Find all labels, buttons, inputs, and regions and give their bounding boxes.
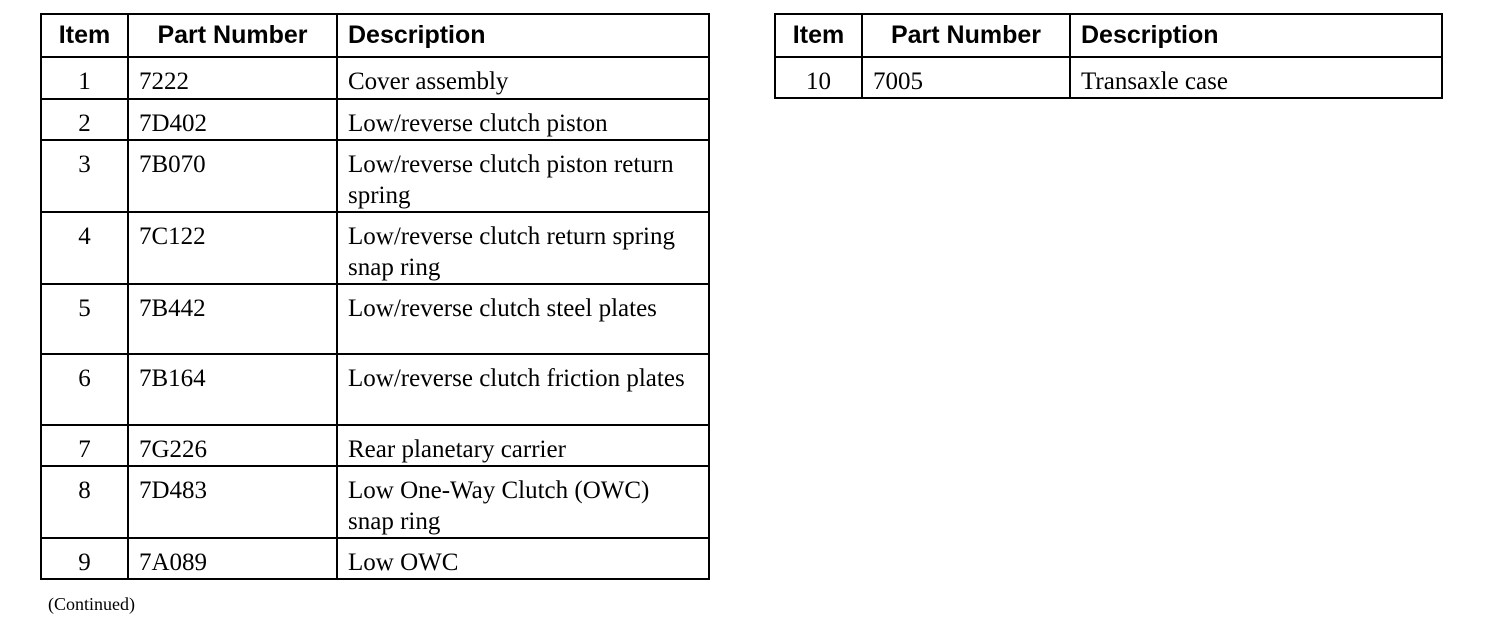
header-part-number: Part Number [861,13,1071,58]
item-cell: 3 [40,139,129,213]
description-cell: Low OWC [336,537,710,580]
header-item: Item [774,13,863,58]
item-cell: 4 [40,211,129,285]
item-cell: 9 [40,537,129,580]
header-part-number: Part Number [127,13,338,58]
part-number-cell: 7B442 [127,283,338,355]
description-cell: Rear planetary carrier [336,424,710,467]
part-number-cell: 7222 [127,56,338,100]
description-cell: Low/reverse clutch piston [336,98,710,141]
part-number-cell: 7B164 [127,353,338,426]
part-number-cell: 7C122 [127,211,338,285]
part-number-cell: 7B070 [127,139,338,213]
item-cell: 1 [40,56,129,100]
header-item: Item [40,13,129,58]
item-cell: 6 [40,353,129,426]
item-cell: 2 [40,98,129,141]
description-cell: Low/reverse clutch return spring snap ri… [336,211,710,285]
part-number-cell: 7A089 [127,537,338,580]
header-description: Description [336,13,710,58]
description-cell: Transaxle case [1069,56,1443,99]
header-row: Item Part Number Description [774,13,1443,58]
description-cell: Low/reverse clutch friction plates [336,353,710,426]
description-cell: Low/reverse clutch piston return spring [336,139,710,213]
header-description: Description [1069,13,1443,58]
continued-note: (Continued) [48,594,135,614]
part-number-cell: 7G226 [127,424,338,467]
item-cell: 5 [40,283,129,355]
part-number-cell: 7D483 [127,465,338,539]
header-row: Item Part Number Description [40,13,710,58]
part-number-cell: 7005 [861,56,1071,99]
part-number-cell: 7D402 [127,98,338,141]
description-cell: Low/reverse clutch steel plates [336,283,710,355]
description-cell: Low One-Way Clutch (OWC) snap ring [336,465,710,539]
item-cell: 8 [40,465,129,539]
item-cell: 7 [40,424,129,467]
item-cell: 10 [774,56,863,99]
description-cell: Cover assembly [336,56,710,100]
